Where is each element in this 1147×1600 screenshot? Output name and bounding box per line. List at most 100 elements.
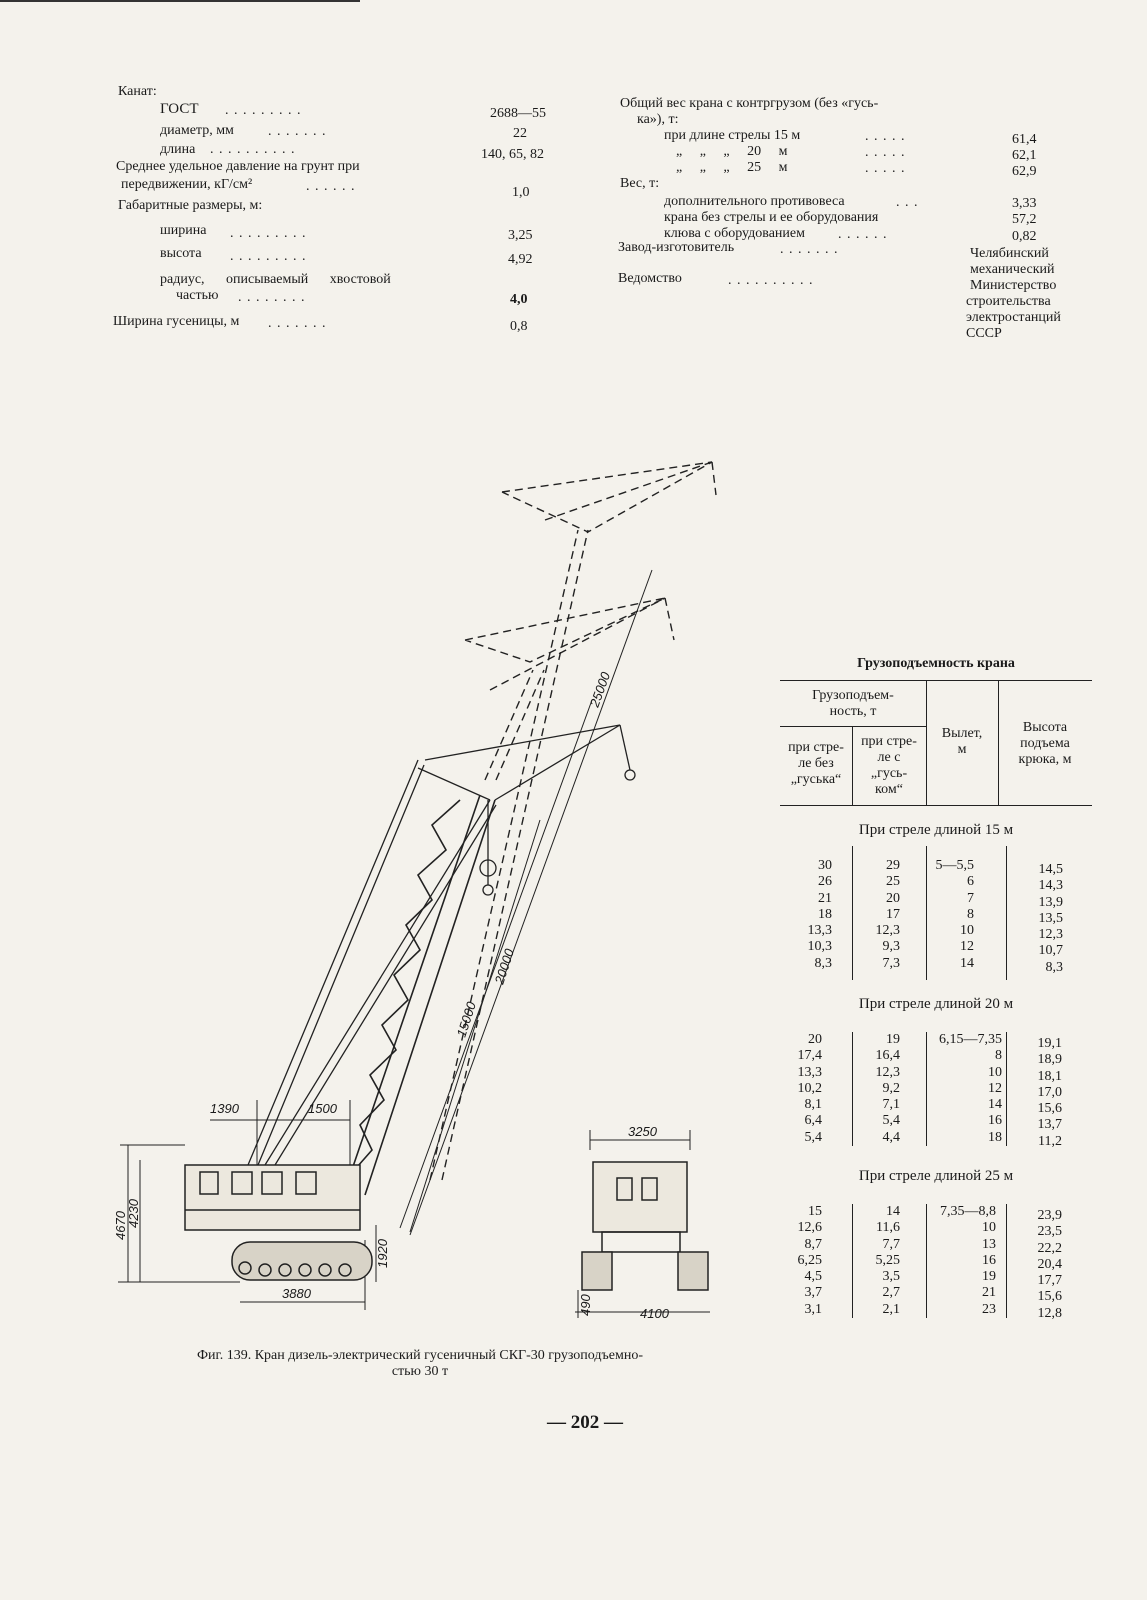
g20-nojib: 20 17,4 13,3 10,2 8,1 6,4 5,4 bbox=[797, 1032, 823, 1145]
table-vrule bbox=[998, 680, 999, 805]
boom15-value: 61,4 bbox=[1012, 132, 1037, 147]
leader: . . . . . bbox=[865, 129, 906, 144]
boom20-value: 62,1 bbox=[1012, 148, 1037, 163]
table-vrule bbox=[852, 726, 853, 805]
noboom-value: 57,2 bbox=[1012, 212, 1037, 227]
gost-label: ГОСТ bbox=[160, 101, 199, 117]
h-height-2: подъема bbox=[1020, 736, 1070, 751]
leader: . . . . . bbox=[865, 145, 906, 160]
g25-nojib: 15 12,6 8,7 6,25 4,5 3,7 3,1 bbox=[797, 1204, 823, 1317]
group-20-title: При стреле длиной 20 м bbox=[858, 996, 1014, 1012]
g25-height: 23,9 23,5 22,2 20,4 17,7 15,6 12,8 bbox=[1037, 1208, 1063, 1321]
leader: . . . . . . . bbox=[268, 124, 327, 139]
boom15-label: при длине стрелы 15 м bbox=[664, 128, 801, 143]
dept-label: Ведомство bbox=[618, 271, 682, 286]
h-height-1: Высота bbox=[1022, 720, 1068, 735]
h-height-3: крюка, м bbox=[1018, 752, 1072, 767]
height-value: 4,92 bbox=[508, 252, 533, 267]
dim-3250: 3250 bbox=[628, 1124, 658, 1139]
gost-value: 2688—55 bbox=[490, 106, 546, 121]
length-value: 140, 65, 82 bbox=[481, 147, 544, 162]
dim-490: 490 bbox=[578, 1294, 593, 1316]
dim-25000: 25000 bbox=[586, 669, 613, 710]
track-value: 0,8 bbox=[510, 319, 528, 334]
jib-label: клюва с оборудованием bbox=[664, 226, 805, 241]
leader: . . . . . . . . . . bbox=[210, 142, 296, 157]
radius-label-2: частью bbox=[176, 288, 219, 303]
leader: . . . . . . . . . bbox=[230, 226, 307, 241]
radius-label-1: радиус, описываемый хвостовой bbox=[160, 272, 391, 287]
table-vrule bbox=[926, 1204, 927, 1318]
h-reach-1: Вылет, bbox=[941, 726, 983, 741]
crane-body-side bbox=[184, 1164, 373, 1281]
leader: . . . . . bbox=[865, 161, 906, 176]
length-label: длина bbox=[160, 142, 196, 157]
dim-3880: 3880 bbox=[282, 1286, 312, 1301]
dashed-boom-25 bbox=[429, 461, 717, 1181]
g25-reach: 7,35—8,8 10 13 16 19 21 23 bbox=[940, 1204, 996, 1317]
leader: . . . . . . bbox=[306, 179, 356, 194]
dim-4670: 4670 bbox=[113, 1210, 128, 1240]
h-group-2: ность, т bbox=[829, 704, 877, 719]
h-nojib-3: „гуська“ bbox=[790, 772, 842, 787]
h-nojib-1: при стре- bbox=[788, 740, 844, 755]
counter-label: дополнительного противовеса bbox=[664, 194, 845, 209]
table-vrule bbox=[926, 680, 927, 805]
leader: . . . . . . bbox=[838, 227, 888, 242]
main-boom bbox=[344, 794, 496, 1196]
page-number: — 202 — bbox=[547, 1412, 623, 1433]
leader: . . . bbox=[896, 195, 919, 210]
dim-1390: 1390 bbox=[210, 1101, 240, 1116]
total-label-2: ка»), т: bbox=[637, 112, 679, 127]
leader: . . . . . . . bbox=[780, 242, 839, 257]
g15-nojib: 30 26 21 18 13,3 10,3 8,3 bbox=[807, 858, 833, 971]
pressure-value: 1,0 bbox=[512, 185, 530, 200]
width-value: 3,25 bbox=[508, 228, 533, 243]
table-rule-head bbox=[780, 805, 1092, 806]
caption-line-1: Фиг. 139. Кран дизель-электрический гусе… bbox=[197, 1348, 643, 1363]
leader: . . . . . . . . bbox=[238, 290, 306, 305]
maker-value-1: Челябинский bbox=[970, 246, 1049, 261]
top-rule bbox=[0, 0, 360, 2]
track-label: Ширина гусеницы, м bbox=[113, 314, 240, 329]
h-jib-1: при стре- bbox=[861, 734, 917, 749]
table-vrule bbox=[1006, 1032, 1007, 1146]
dim-1920: 1920 bbox=[375, 1238, 390, 1268]
maker-label: Завод-изготовитель bbox=[618, 240, 735, 255]
g20-height: 19,1 18,9 18,1 17,0 15,6 13,7 11,2 bbox=[1037, 1036, 1063, 1149]
pressure-label-2: передвижении, кГ/см² bbox=[121, 177, 253, 192]
boom25-label: „ „ „ 25 м bbox=[676, 160, 788, 175]
dept-value-1: Министерство bbox=[970, 278, 1057, 293]
g25-jib: 14 11,6 7,7 5,25 3,5 2,7 2,1 bbox=[875, 1204, 901, 1317]
pendant-lines bbox=[247, 724, 636, 1166]
h-jib-2: ле с bbox=[877, 750, 901, 765]
table-vrule bbox=[852, 846, 853, 980]
dim-4230: 4230 bbox=[126, 1198, 141, 1228]
table-vrule bbox=[1006, 1204, 1007, 1318]
width-label: ширина bbox=[160, 223, 207, 238]
jib-value: 0,82 bbox=[1012, 229, 1037, 244]
crane-body-front bbox=[581, 1161, 709, 1291]
g15-reach: 5—5,5 6 7 8 10 12 14 bbox=[935, 858, 975, 971]
figure-caption: Фиг. 139. Кран дизель-электрический гусе… bbox=[120, 1348, 720, 1380]
h-nojib-2: ле без bbox=[798, 756, 834, 771]
h-reach-2: м bbox=[957, 742, 967, 757]
dashed-boom-20 bbox=[464, 597, 675, 781]
g15-height: 14,5 14,3 13,9 13,5 12,3 10,7 8,3 bbox=[1038, 862, 1064, 975]
table-vrule bbox=[1006, 846, 1007, 980]
leader: . . . . . . . . . bbox=[225, 103, 302, 118]
pressure-label-1: Среднее удельное давление на грунт при bbox=[116, 159, 360, 174]
boom20-label: „ „ „ 20 м bbox=[676, 144, 788, 159]
diameter-value: 22 bbox=[513, 126, 527, 141]
table-vrule bbox=[852, 1204, 853, 1318]
leader: . . . . . . . bbox=[268, 316, 327, 331]
h-group-1: Грузоподъем- bbox=[812, 688, 894, 703]
leader: . . . . . . . . . . bbox=[728, 273, 814, 288]
dims-label: Габаритные размеры, м: bbox=[118, 198, 263, 213]
dim-1500: 1500 bbox=[308, 1101, 338, 1116]
table-rule-mid bbox=[780, 726, 926, 727]
noboom-label: крана без стрелы и ее оборудования bbox=[664, 210, 879, 225]
dim-4100: 4100 bbox=[640, 1306, 670, 1321]
g20-jib: 19 16,4 12,3 9,2 7,1 5,4 4,4 bbox=[875, 1032, 901, 1145]
